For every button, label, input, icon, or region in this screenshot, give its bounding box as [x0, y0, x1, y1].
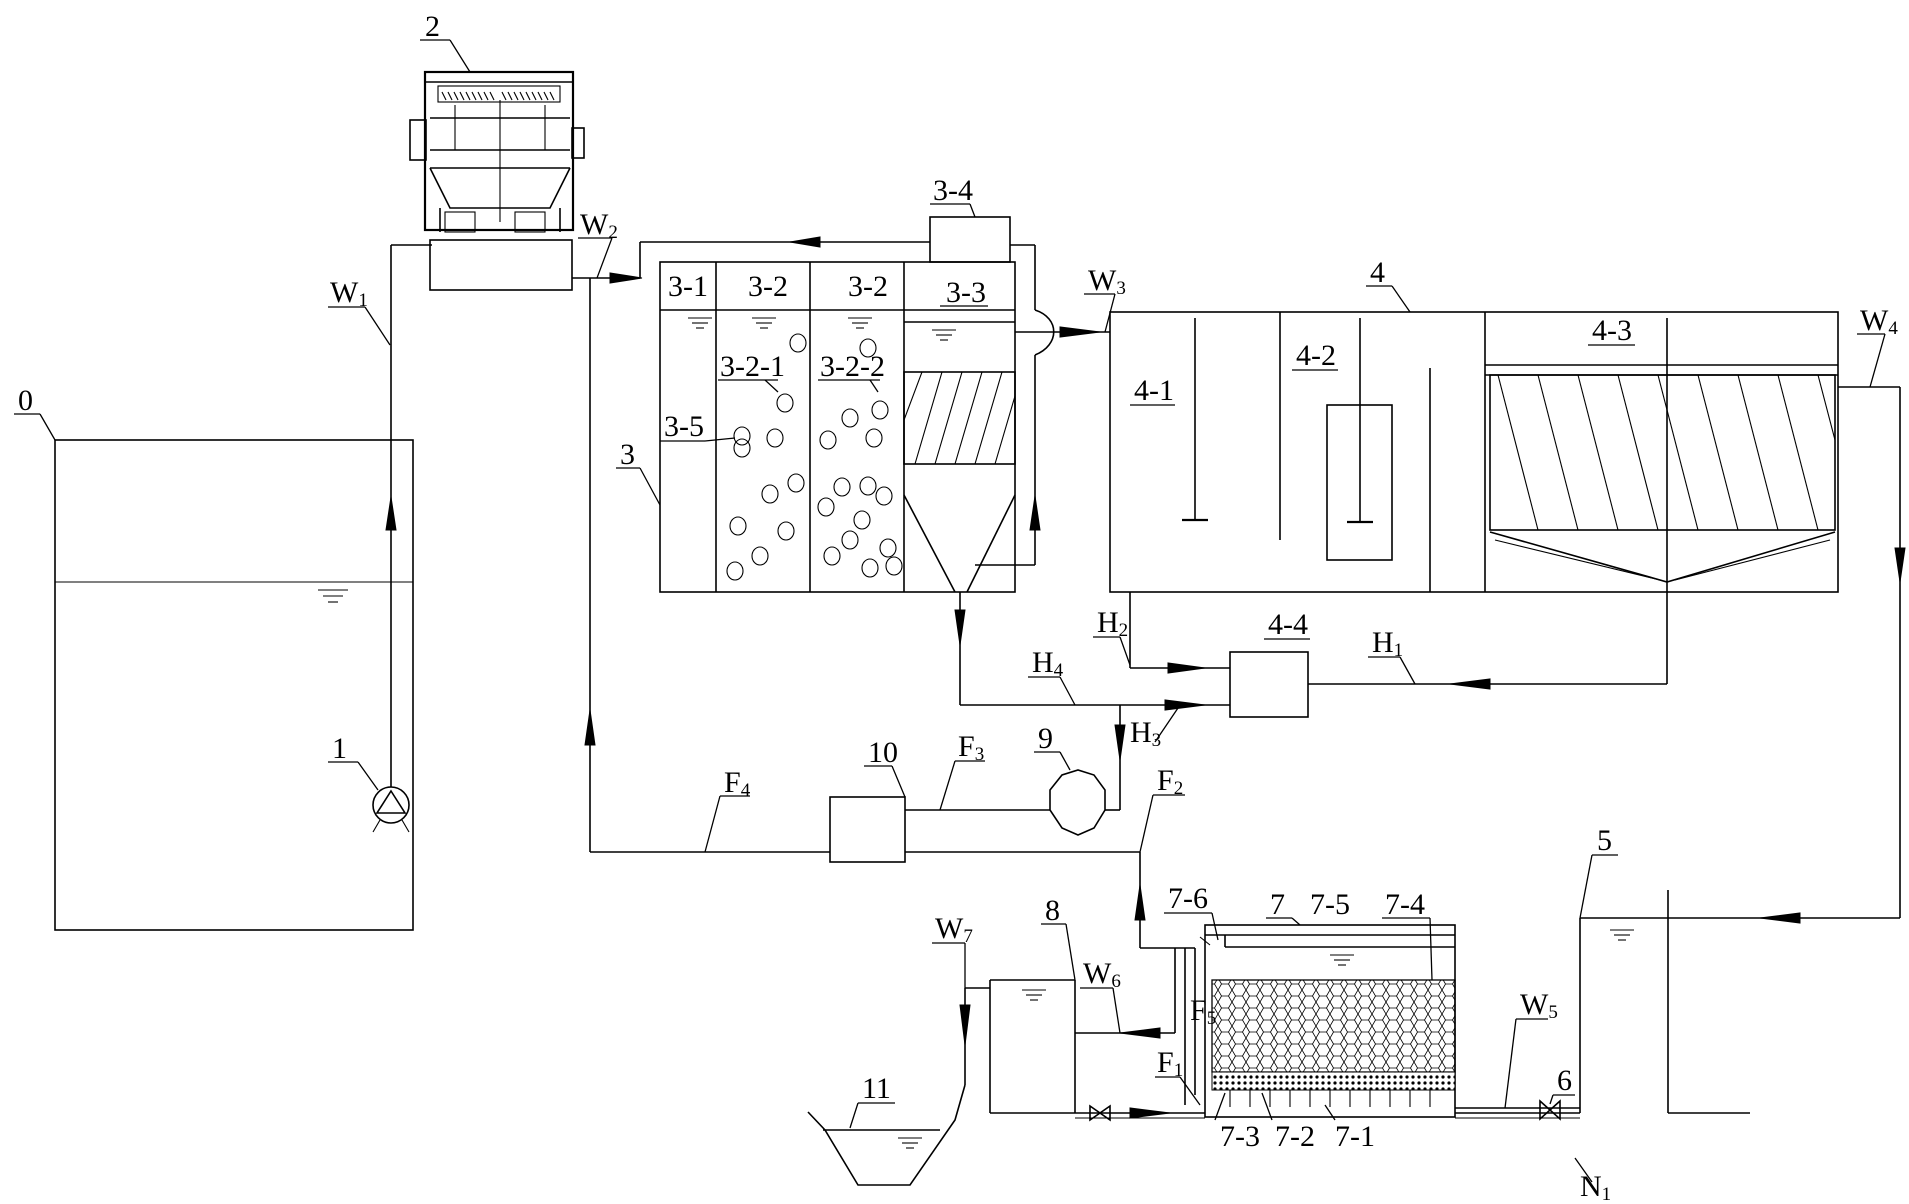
flow-label-w4: W4: [1860, 304, 1898, 339]
flow-label-f3: F3: [958, 730, 984, 765]
label-7-1: 7-1: [1335, 1120, 1375, 1153]
label-tank-8: 8: [1045, 894, 1060, 927]
flow-label-w6: W6: [1083, 957, 1121, 992]
label-drum-screen-2: 2: [425, 10, 440, 43]
flow-label-f1: F1: [1157, 1046, 1183, 1081]
pump-9: [1049, 769, 1120, 836]
flow-label-f4: F4: [724, 766, 751, 801]
arrow-right-h4: [1164, 699, 1206, 711]
arrow-left-w4: [1759, 912, 1801, 924]
tank-4: [1109, 311, 1839, 593]
raw-water-tank: [54, 439, 414, 931]
flow-label-h1: H1: [1372, 626, 1403, 661]
pipe-w1: [385, 244, 432, 787]
label-4-3: 4-3: [1592, 314, 1632, 347]
arrow-down-h4: [954, 609, 966, 646]
unit-10: [584, 278, 1195, 949]
pipe-w3: [1015, 326, 1110, 338]
label-7-4: 7-4: [1385, 888, 1425, 921]
pipe-w5: [1455, 1099, 1580, 1121]
label-pump-1: 1: [332, 732, 347, 765]
tank-5: [1579, 890, 1750, 1114]
filter-7: [1184, 924, 1456, 1118]
sludge-unit-4-4: [954, 585, 1668, 810]
flow-label-w2: W2: [580, 208, 618, 243]
label-4-4: 4-4: [1268, 608, 1308, 641]
arrow-down-w7: [959, 1004, 971, 1046]
arrow-up-sludge-return: [1029, 495, 1041, 531]
label-3-5: 3-5: [664, 410, 704, 443]
label-3-2-first: 3-2: [748, 270, 788, 303]
arrow-left-w6: [1119, 1027, 1161, 1039]
arrow-left-3-4-return: [789, 236, 821, 248]
flow-label-f2: F2: [1157, 764, 1183, 799]
pump-1: [372, 786, 410, 833]
label-tank-4: 4: [1370, 256, 1385, 289]
label-3-1: 3-1: [668, 270, 708, 303]
label-unit-10: 10: [868, 736, 898, 769]
arrow-left-h1: [1449, 678, 1491, 690]
label-3-2-second: 3-2: [848, 270, 888, 303]
label-tank-5: 5: [1597, 824, 1612, 857]
arrow-right-h2: [1167, 662, 1206, 674]
pipe-w7: [959, 987, 990, 1085]
flow-label-w1: W1: [330, 276, 368, 311]
flow-label-f5: F5: [1190, 994, 1216, 1029]
arrow-up-f2: [1134, 884, 1146, 921]
flow-label-h3: H3: [1130, 716, 1161, 751]
unit-3-4: [639, 216, 1055, 566]
label-filter-7: 7: [1270, 888, 1285, 921]
drum-screen: [409, 70, 585, 291]
media-3-2-2: [817, 338, 903, 578]
label-4-1: 4-1: [1134, 374, 1174, 407]
label-7-6: 7-6: [1168, 882, 1208, 915]
flow-label-w7: W7: [935, 912, 973, 947]
basin-11: [807, 1084, 966, 1186]
label-ground-n1: N1: [1580, 1170, 1611, 1204]
label-tank-0: 0: [18, 384, 33, 417]
label-3-4: 3-4: [933, 174, 973, 207]
pipe-w4: [1750, 386, 1906, 924]
label-3-2-1: 3-2-1: [720, 350, 785, 383]
label-tank-3: 3: [620, 438, 635, 471]
tank-8: [989, 948, 1205, 1122]
arrow-right-f1: [1129, 1107, 1171, 1119]
label-7-2: 7-2: [1275, 1120, 1315, 1153]
arrow-down-w4: [1894, 547, 1906, 583]
arrow-up-f4: [584, 709, 596, 746]
flow-label-w5: W5: [1520, 988, 1558, 1023]
arrow-right-w3: [1059, 326, 1101, 338]
flow-label-h2: H2: [1097, 606, 1128, 641]
label-7-5: 7-5: [1310, 888, 1350, 921]
label-3-2-2: 3-2-2: [820, 350, 885, 383]
label-basin-11: 11: [862, 1072, 891, 1105]
arrow-right-w2: [609, 272, 643, 284]
label-valve-6: 6: [1557, 1064, 1572, 1097]
tank-3: [659, 261, 1016, 593]
label-4-2: 4-2: [1296, 339, 1336, 372]
label-pump-9: 9: [1038, 722, 1053, 755]
label-7-3: 7-3: [1220, 1120, 1260, 1153]
arrow-down-h3: [1114, 724, 1126, 761]
pipe-w2: [572, 272, 643, 284]
media-3-2-1: [726, 333, 807, 581]
flow-label-h4: H4: [1032, 646, 1064, 681]
flow-label-w3: W3: [1088, 264, 1126, 299]
arrow-up-w1: [385, 496, 397, 531]
label-3-3: 3-3: [946, 276, 986, 309]
